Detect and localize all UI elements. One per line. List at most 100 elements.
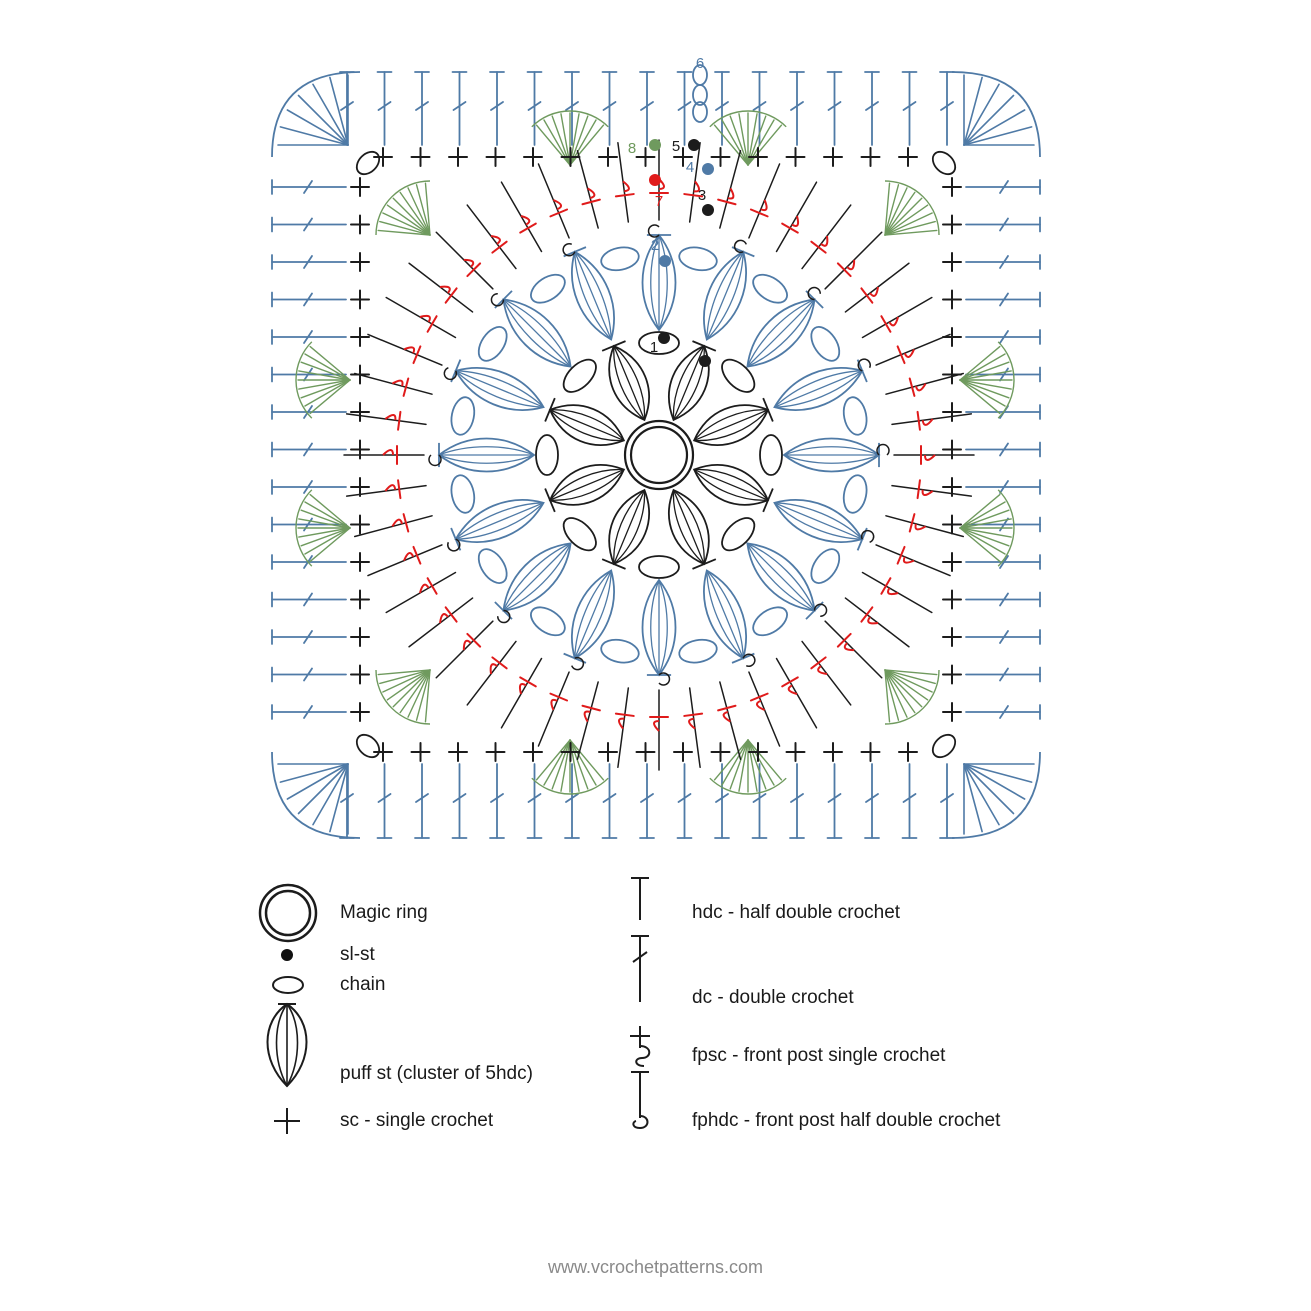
green-fan — [375, 180, 431, 236]
round-1-chain — [535, 434, 559, 476]
round-1-puff — [544, 397, 626, 446]
round-2-hook — [807, 286, 821, 301]
round-1-puff — [601, 340, 650, 422]
round-7-fp-hook — [489, 663, 498, 675]
round-7-fp-hook — [518, 683, 527, 695]
round-2-hook — [428, 454, 442, 467]
round-7-fp-hook — [587, 187, 596, 200]
green-fan — [709, 739, 787, 795]
round-label: 6 — [696, 55, 704, 72]
round-1-black-puffs — [535, 331, 783, 579]
round-7-fp-hook — [688, 717, 696, 730]
round-2-chain — [842, 396, 868, 436]
outer-round-frame — [271, 71, 1041, 839]
round-marker-dot — [658, 332, 670, 344]
corner-chain — [355, 733, 381, 759]
legend-magic-ring-label: Magic ring — [340, 902, 428, 923]
round-7-fp-hook — [921, 489, 934, 496]
round-7-fp-hook — [902, 556, 915, 564]
round-7-fp-hook — [384, 414, 397, 421]
round-2-puff — [773, 359, 868, 411]
green-fan — [959, 341, 1015, 419]
corner-fan — [271, 71, 361, 158]
round-7-fp-bar — [683, 193, 704, 198]
round-1-puff — [668, 488, 717, 570]
round-7-fp-hook — [382, 449, 394, 456]
round-1-chain — [638, 331, 680, 355]
round-7-fp-hook — [550, 698, 558, 711]
round-7-fp-hook — [419, 314, 431, 323]
round-2-hook — [447, 538, 461, 552]
round-7-fp-bar — [836, 632, 852, 648]
round-7-fp-bar — [896, 545, 906, 565]
round-7-fp-bar — [781, 222, 799, 234]
round-1-chain — [759, 434, 783, 476]
fphdc-icon — [631, 1071, 649, 1130]
round-7-fp-bar — [581, 198, 601, 206]
round-7-fp-hook — [760, 199, 768, 212]
footer-url: www.vcrochetpatterns.com — [547, 1257, 764, 1277]
round-2-hook — [443, 367, 458, 381]
round-7-fp-hook — [583, 710, 591, 723]
legend-puff-st-label: puff st (cluster of 5hdc) — [340, 1063, 533, 1084]
round-7-fp-bar — [880, 577, 892, 595]
round-7-fp-bar — [860, 287, 874, 304]
single-crochet-icon — [274, 1108, 300, 1134]
round-7-fp-bar — [860, 606, 874, 623]
round-2-hook — [742, 653, 756, 667]
round-marker-dot — [649, 139, 661, 151]
round-7-fp-hook — [463, 258, 475, 268]
round-7-fp-bar — [466, 632, 482, 648]
round-2-hook — [813, 603, 828, 617]
round-2-chain — [477, 548, 508, 584]
round-2-puff — [450, 499, 545, 551]
round-7-fp-bar — [549, 208, 569, 218]
round-7-fp-hook — [756, 699, 766, 711]
legend-dc-label: dc - double crochet — [692, 987, 854, 1008]
legend-fpsc-label: fpsc - front post single crochet — [692, 1045, 946, 1066]
round-7-fp-bar — [426, 577, 438, 595]
legend-fphdc-label: fphdc - front post half double crochet — [692, 1110, 1001, 1131]
round-2-chain — [530, 606, 566, 637]
magic-ring-icon — [258, 883, 318, 943]
round-marker-dot — [699, 355, 711, 367]
round-7-fp-bar — [402, 377, 410, 397]
round-1-chain — [721, 358, 756, 393]
round-label: 7 — [655, 193, 663, 210]
green-fan — [295, 341, 351, 419]
round-7-fp-bar — [916, 410, 921, 431]
fpsc-icon — [630, 1026, 651, 1067]
round-1-puff — [692, 397, 774, 446]
round-7-fp-hook — [520, 215, 531, 226]
round-2-chain — [678, 246, 718, 272]
round-7-fp-hook — [490, 235, 501, 245]
corner-chain — [931, 150, 957, 176]
round-7-fp-hook — [924, 454, 936, 461]
round-2-hook — [857, 358, 871, 372]
round-1-chain — [638, 555, 680, 579]
round-7-fp-hook — [384, 484, 397, 492]
round-2-hook — [497, 609, 511, 624]
round-7-fp-bar — [491, 656, 508, 670]
legend-chain-label: chain — [340, 974, 386, 995]
magic-ring — [623, 419, 695, 491]
round-8-green-fans — [295, 110, 1015, 795]
round-2-hook — [490, 293, 505, 307]
round-2-hook — [571, 656, 585, 671]
round-marker-dot — [649, 174, 661, 186]
round-7-fp-bar — [614, 712, 635, 717]
round-2-puff — [563, 569, 615, 664]
round-2-puff — [494, 290, 572, 368]
round-2-puff — [773, 499, 868, 551]
round-7-fp-bar — [717, 704, 737, 712]
round-marker-dot — [659, 255, 671, 267]
round-1-puff — [692, 464, 774, 513]
round-7-fp-bar — [549, 692, 569, 702]
round-7-fp-bar — [444, 606, 458, 623]
round-2-hook — [733, 239, 747, 254]
green-fan — [884, 180, 940, 236]
round-7-fp-bar — [880, 315, 892, 333]
round-2-puff — [494, 542, 572, 620]
round-7-fp-hook — [914, 523, 927, 531]
